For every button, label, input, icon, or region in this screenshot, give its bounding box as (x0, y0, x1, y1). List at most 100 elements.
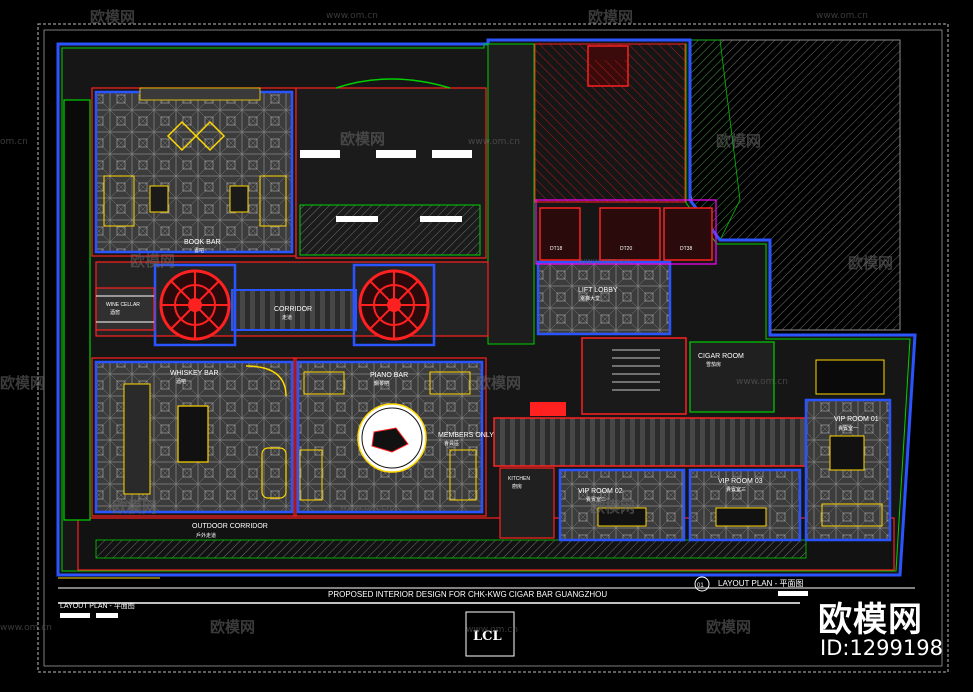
watermark-1: 欧模网 (90, 8, 135, 26)
label-members-only: MEMBERS ONLY (438, 432, 494, 439)
restroom-counter-2 (376, 150, 416, 158)
watermark-9: 欧模网 (112, 498, 157, 516)
watermark-url-8: www.om.cn (0, 623, 52, 633)
watermark-4: 欧模网 (716, 132, 761, 150)
book-bar-table-2 (194, 120, 226, 152)
watermark-8: 欧模网 (476, 374, 521, 392)
rotunda-right (352, 263, 436, 347)
watermark-5: 欧模网 (130, 252, 175, 270)
cigar-room-zone (689, 341, 775, 413)
book-bar-shelf (139, 87, 261, 101)
label-vip-room-03-cn: 貴賓室三 (726, 486, 746, 493)
book-bar-table-1 (166, 120, 198, 152)
logo-text: LCL (473, 629, 502, 644)
members-corridor (493, 417, 807, 467)
label-kitchen-cn: 廚房 (512, 483, 522, 490)
book-bar-table-3 (149, 185, 169, 213)
book-bar-sofa-left (103, 175, 135, 227)
vip-02-table (597, 507, 647, 527)
left-planter (63, 99, 91, 521)
lift-dt38 (663, 207, 713, 261)
watermark-url-9: www.om.cn (466, 625, 518, 635)
label-cigar-room: CIGAR ROOM (698, 353, 744, 360)
label-corridor: CORRIDOR (274, 306, 312, 313)
restroom-counter-3 (432, 150, 472, 158)
restroom-arch (335, 78, 451, 89)
lift-dt20 (599, 207, 661, 261)
piano-bar-sofa-3 (429, 371, 471, 395)
rotunda-left (153, 263, 237, 347)
watermark-layer: www.om.cn 欧模网 欧模网 www.om.cn 欧模网 欧模网 om.c… (0, 8, 893, 636)
sheet-border-inner (43, 29, 943, 667)
watermark-10: 欧模网 (590, 498, 635, 516)
piano-bar-sofa-1 (303, 371, 345, 395)
stair-treads (612, 349, 660, 391)
lift-shaft-outline (535, 199, 717, 265)
whiskey-bar-counter (123, 383, 151, 495)
lift-lobby-zone (536, 260, 672, 336)
scale-bar-block-1 (60, 613, 90, 618)
restroom-stalls (299, 204, 481, 256)
watermark-7: 欧模网 (0, 374, 45, 392)
label-dt20: DT20 (620, 246, 632, 252)
vip-01-table (829, 435, 865, 471)
whiskey-bar-sofa (261, 447, 287, 499)
scale-bar-block-3 (778, 591, 808, 596)
layout-label-left: LAYOUT PLAN - 平面图 (60, 602, 135, 610)
label-book-bar-cn: 書吧 (194, 247, 204, 254)
label-kitchen: KITCHEN (508, 476, 530, 482)
label-wine-cellar: WINE CELLAR (106, 302, 140, 308)
label-dt38: DT38 (680, 246, 692, 252)
project-title: PROPOSED INTERIOR DESIGN FOR CHK-KWG CIG… (328, 590, 607, 599)
vip-room-03-zone (688, 468, 802, 542)
label-dt18: DT18 (550, 246, 562, 252)
vip-03-table (715, 507, 767, 527)
scale-bar-block-2 (96, 613, 118, 618)
stair-top-hatch (588, 60, 628, 86)
label-vip-room-01: VIP ROOM 01 (834, 416, 879, 423)
watermark-url-7: www.om.cn (340, 503, 392, 513)
watermark-url-5: www.om.cn (578, 257, 630, 267)
grand-piano (371, 427, 409, 453)
vip-01-bar (815, 359, 885, 395)
label-members-only-cn: 會員區 (444, 440, 459, 447)
book-bar-sofa-right (259, 175, 287, 227)
restroom-sink-1 (336, 216, 378, 222)
label-whiskey-bar-cn: 酒吧 (176, 378, 186, 385)
corridor-floor (231, 289, 357, 331)
kitchen-zone (499, 467, 555, 539)
piano-bar-sofa-2 (299, 449, 323, 501)
layout-label-right: LAYOUT PLAN - 平面图 (718, 579, 804, 588)
building-outline-green (61, 43, 911, 572)
piano-bar-wall (293, 357, 487, 517)
label-whiskey-bar: WHISKEY BAR (170, 370, 219, 377)
label-vip-room-01-cn: 貴賓室一 (838, 425, 858, 432)
watermark-url-1: www.om.cn (326, 11, 378, 21)
sheet-border-outer (37, 23, 949, 673)
wine-cellar-zone (95, 287, 155, 331)
label-book-bar: BOOK BAR (184, 239, 221, 246)
model-id: ID:1299198 (820, 636, 943, 660)
watermark-6: 欧模网 (848, 254, 893, 272)
whiskey-bar-wall (91, 357, 297, 517)
restroom-sink-2 (420, 216, 462, 222)
drawing-number-circle (694, 576, 710, 592)
watermark-3: 欧模网 (340, 130, 385, 148)
label-wine-cellar-cn: 酒窖 (110, 309, 120, 316)
stair-core (581, 337, 687, 415)
whiskey-bar-curved-seat (245, 365, 287, 397)
service-corridor (487, 43, 535, 345)
vip-01-sofa (821, 503, 883, 527)
watermark-url-3: om.cn (0, 137, 28, 147)
watermark-url-6: www.om.cn (736, 377, 788, 387)
watermark-11: 欧模网 (210, 618, 255, 636)
watermark-url-4: www.om.cn (468, 137, 520, 147)
brand-watermark-large: 欧模网 (818, 600, 923, 640)
label-piano-bar-cn: 鋼琴吧 (374, 380, 389, 387)
label-lift-lobby-cn: 電梯大堂 (580, 295, 600, 302)
piano-bar-sofa-4 (449, 449, 477, 501)
vip-room-02-zone (558, 468, 686, 542)
label-cigar-room-cn: 雪茄房 (706, 361, 721, 368)
label-vip-room-02: VIP ROOM 02 (578, 488, 623, 495)
